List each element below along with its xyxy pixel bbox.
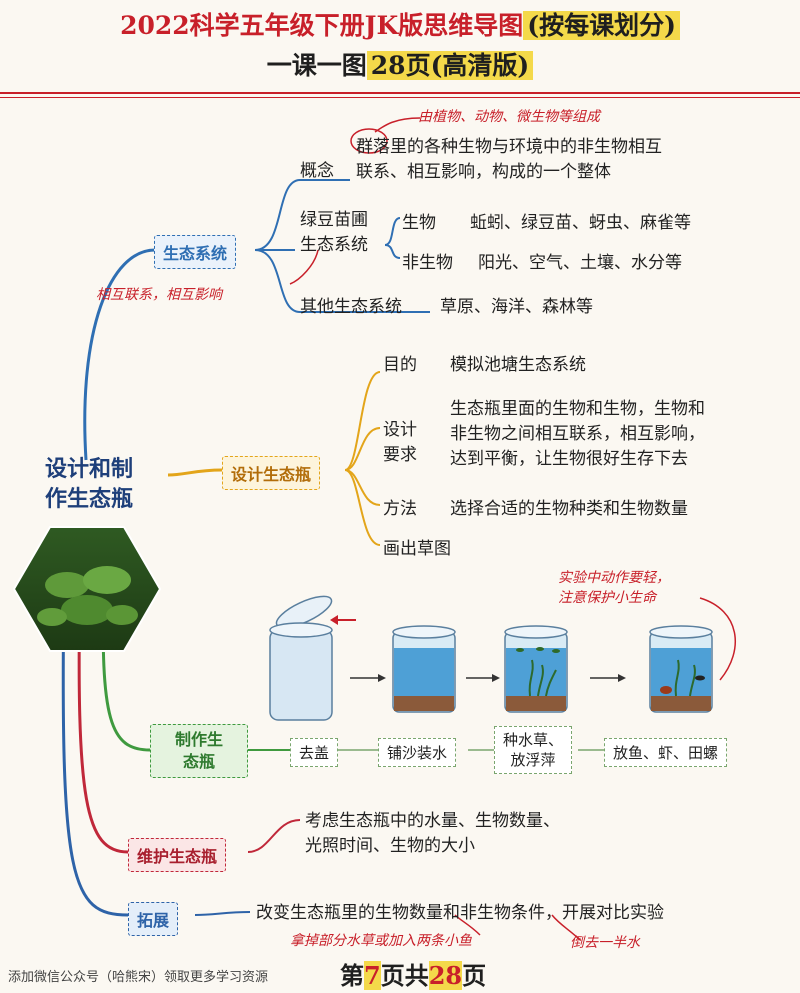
maintain-text-2: 光照时间、生物的大小 <box>305 836 475 856</box>
branch-maintain: 维护生态瓶 <box>128 838 227 872</box>
purpose-text: 模拟池塘生态系统 <box>450 355 586 375</box>
title-line-1: 2022科学五年级下册JK版思维导图(按每课划分) <box>0 6 800 42</box>
title2-prefix: 一课一图 <box>266 51 367 80</box>
jar-plants-icon <box>504 625 568 713</box>
header-rule-thin <box>0 97 800 98</box>
concept-text-2: 联系、相互影响，构成的一个整体 <box>356 162 611 182</box>
plot-label-1: 绿豆苗圃 <box>300 210 368 230</box>
page-total: 28 <box>428 961 463 990</box>
concept-text-1: 群落里的各种生物与环境中的非生物相互 <box>356 137 662 157</box>
title-prefix: 2022科学五年级下册 <box>120 11 365 40</box>
branch-ecosystem: 生态系统 <box>154 235 237 269</box>
caution-note: 实验中动作要轻， 注意保护小生命 <box>558 570 670 606</box>
center-hexagon-image <box>12 525 162 653</box>
step-plants: 种水草、 放浮萍 <box>494 726 573 774</box>
extend-text: 改变生态瓶里的生物数量和非生物条件，开展对比实验 <box>256 903 664 923</box>
other-items: 草原、海洋、森林等 <box>440 297 593 317</box>
plant-hexagon-icon <box>12 526 162 652</box>
concept-label: 概念 <box>300 161 334 181</box>
page-indicator: 第7页共28页 <box>340 956 486 991</box>
concept-note: 由植物、动物、微生物等组成 <box>418 109 600 125</box>
sketch-label: 画出草图 <box>383 539 451 559</box>
title2-highlight: 28页(高清版) <box>366 51 534 80</box>
extend-note-1: 拿掉部分水草或加入两条小鱼 <box>290 933 472 949</box>
branch-make: 制作生 态瓶 <box>150 724 248 778</box>
branch-design: 设计生态瓶 <box>222 456 321 490</box>
jar-sand-water-icon <box>392 625 456 713</box>
req-text-2: 非生物之间相互联系，相互影响， <box>450 424 705 444</box>
purpose-label: 目的 <box>383 355 417 375</box>
page-mid: 页共 <box>380 961 429 990</box>
page-suffix: 页 <box>462 961 487 990</box>
req-label-2: 要求 <box>383 445 417 465</box>
jar-open-icon <box>269 595 356 721</box>
method-label: 方法 <box>383 499 417 519</box>
title-highlight: (按每课划分) <box>523 11 680 40</box>
plot-label-2: 生态系统 <box>300 235 368 255</box>
step-sand-water: 铺沙装水 <box>378 738 457 767</box>
req-label-1: 设计 <box>383 420 417 440</box>
living-items: 蚯蚓、绿豆苗、蚜虫、麻雀等 <box>470 213 691 233</box>
extend-note-2: 倒去一半水 <box>570 935 640 951</box>
living-label: 生物 <box>402 213 436 233</box>
relation-note: 相互联系，相互影响 <box>96 287 222 303</box>
page-number: 7 <box>364 961 381 990</box>
other-label: 其他生态系统 <box>300 297 402 317</box>
nonliving-items: 阳光、空气、土壤、水分等 <box>478 253 682 273</box>
page-prefix: 第 <box>340 961 364 990</box>
req-text-3: 达到平衡，让生物很好生存下去 <box>450 449 688 469</box>
header-rule <box>0 92 800 94</box>
method-text: 选择合适的生物种类和生物数量 <box>450 499 688 519</box>
center-node-label: 设计和制 作生态瓶 <box>44 457 133 512</box>
step-animals: 放鱼、虾、田螺 <box>604 738 728 767</box>
req-text-1: 生态瓶里面的生物和生物，生物和 <box>450 399 705 419</box>
step-remove-lid: 去盖 <box>290 738 339 767</box>
branch-extend: 拓展 <box>128 902 179 936</box>
maintain-text-1: 考虑生态瓶中的水量、生物数量、 <box>305 811 560 831</box>
jar-animals-icon <box>649 625 713 713</box>
title-mid: JK版思维导图 <box>364 11 524 40</box>
step-arrows <box>350 674 626 682</box>
nonliving-label: 非生物 <box>402 253 453 273</box>
footer-promo: 添加微信公众号（哈熊宋）领取更多学习资源 <box>8 970 269 985</box>
